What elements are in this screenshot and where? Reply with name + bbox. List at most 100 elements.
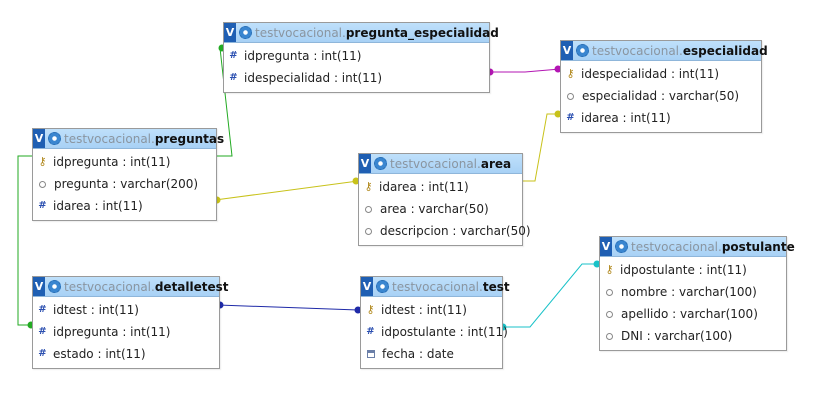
column-row[interactable]: idpostulante : int(11) [361, 321, 508, 343]
column-label: idespecialidad : int(11) [581, 67, 720, 81]
relation-line-pregunta_especialidad-especialidad [488, 68, 561, 73]
hash-icon [38, 327, 47, 338]
date-icon [367, 350, 375, 358]
column-row[interactable]: idpostulante : int(11) [600, 259, 786, 281]
column-row[interactable]: idpregunta : int(11) [224, 45, 489, 67]
column-label: apellido : varchar(100) [621, 307, 758, 321]
column-row[interactable]: idespecialidad : int(11) [561, 63, 761, 85]
column-label: idpregunta : int(11) [53, 155, 171, 169]
collapse-toggle-icon[interactable]: V [224, 23, 236, 42]
column-row[interactable]: descripcion : varchar(50) [359, 220, 531, 242]
column-row[interactable]: idpregunta : int(11) [33, 151, 216, 173]
column-label: idpostulante : int(11) [620, 263, 747, 277]
text-icon [606, 288, 613, 296]
column-row[interactable]: idtest : int(11) [361, 299, 502, 321]
column-row[interactable]: pregunta : varchar(200) [33, 173, 216, 195]
table-header[interactable]: V testvocacional.postulante [600, 237, 795, 257]
column-label: idarea : int(11) [53, 199, 143, 213]
relation-endpoint [554, 110, 562, 118]
relation-line-detalletest-test [217, 304, 359, 311]
text-icon [365, 205, 372, 213]
column-row[interactable]: apellido : varchar(100) [600, 303, 786, 325]
collapse-toggle-icon[interactable]: V [359, 154, 371, 173]
column-label: idarea : int(11) [581, 111, 671, 125]
collapse-toggle-icon[interactable]: V [361, 277, 373, 296]
relation-line-test-postulante [501, 263, 599, 328]
table-name: pregunta_especialidad [345, 25, 499, 40]
text-icon [606, 332, 613, 340]
schema-name: testvocacional [64, 131, 152, 146]
table-name: especialidad [682, 43, 768, 58]
hash-icon [38, 305, 47, 316]
table-detalletest[interactable]: V testvocacional.detalletest idtest : in… [32, 276, 229, 369]
column-row[interactable]: nombre : varchar(100) [600, 281, 786, 303]
column-label: pregunta : varchar(200) [54, 177, 199, 191]
text-icon [606, 310, 613, 318]
column-row[interactable]: idarea : int(11) [359, 176, 522, 198]
table-name: preguntas [154, 131, 225, 146]
column-label: DNI : varchar(100) [621, 329, 733, 343]
schema-name: testvocacional [255, 25, 343, 40]
gear-icon [615, 240, 628, 253]
collapse-toggle-icon[interactable]: V [33, 129, 45, 148]
relation-endpoint [593, 260, 601, 268]
column-label: idpregunta : int(11) [244, 49, 362, 63]
table-test[interactable]: V testvocacional.test idtest : int(11) i… [360, 276, 510, 369]
collapse-toggle-icon[interactable]: V [33, 277, 45, 296]
hash-icon [566, 113, 575, 124]
column-row[interactable]: area : varchar(50) [359, 198, 522, 220]
column-row[interactable]: idarea : int(11) [561, 107, 761, 129]
column-row[interactable]: idpregunta : int(11) [33, 321, 219, 343]
collapse-toggle-icon[interactable]: V [600, 237, 612, 256]
gear-icon [48, 132, 61, 145]
column-label: fecha : date [382, 347, 454, 361]
column-label: especialidad : varchar(50) [582, 89, 740, 103]
table-header[interactable]: V testvocacional.pregunta_especialidad [224, 23, 499, 43]
hash-icon [229, 73, 238, 84]
schema-name: testvocacional [631, 239, 719, 254]
relation-endpoint [354, 306, 362, 314]
column-row[interactable]: idarea : int(11) [33, 195, 216, 217]
column-row[interactable]: especialidad : varchar(50) [561, 85, 761, 107]
relation-line-area-preguntas [214, 180, 359, 201]
table-name: test [482, 279, 510, 294]
schema-name: testvocacional [592, 43, 680, 58]
key-icon [366, 305, 375, 316]
table-preguntas[interactable]: V testvocacional.preguntas idpregunta : … [32, 128, 224, 221]
gear-icon [576, 44, 589, 57]
column-row[interactable]: DNI : varchar(100) [600, 325, 786, 347]
table-header[interactable]: V testvocacional.especialidad [561, 41, 768, 61]
gear-icon [48, 280, 61, 293]
table-name: area [480, 156, 512, 171]
relation-line-area-especialidad [521, 113, 560, 182]
key-icon [38, 157, 47, 168]
text-icon [567, 92, 574, 100]
column-label: idtest : int(11) [53, 303, 139, 317]
table-header[interactable]: V testvocacional.area [359, 154, 522, 174]
column-label: idarea : int(11) [379, 180, 469, 194]
column-row[interactable]: fecha : date [361, 343, 502, 365]
column-label: idpostulante : int(11) [381, 325, 508, 339]
table-especialidad[interactable]: V testvocacional.especialidad idespecial… [560, 40, 768, 133]
schema-name: testvocacional [392, 279, 480, 294]
column-label: idtest : int(11) [381, 303, 467, 317]
hash-icon [38, 349, 47, 360]
column-row[interactable]: estado : int(11) [33, 343, 219, 365]
column-row[interactable]: idespecialidad : int(11) [224, 67, 489, 89]
table-area[interactable]: V testvocacional.area idarea : int(11) a… [358, 153, 531, 246]
key-icon [364, 182, 373, 193]
text-icon [365, 227, 372, 235]
table-pregunta-especialidad[interactable]: V testvocacional.pregunta_especialidad i… [223, 22, 499, 93]
column-label: idpregunta : int(11) [53, 325, 171, 339]
schema-name: testvocacional [390, 156, 478, 171]
table-header[interactable]: V testvocacional.preguntas [33, 129, 224, 149]
table-postulante[interactable]: V testvocacional.postulante idpostulante… [599, 236, 795, 351]
table-header[interactable]: V testvocacional.test [361, 277, 510, 297]
collapse-toggle-icon[interactable]: V [561, 41, 573, 60]
gear-icon [376, 280, 389, 293]
relation-line-preguntas-detalletest [17, 155, 32, 326]
table-header[interactable]: V testvocacional.detalletest [33, 277, 229, 297]
gear-icon [239, 26, 252, 39]
column-row[interactable]: idtest : int(11) [33, 299, 219, 321]
